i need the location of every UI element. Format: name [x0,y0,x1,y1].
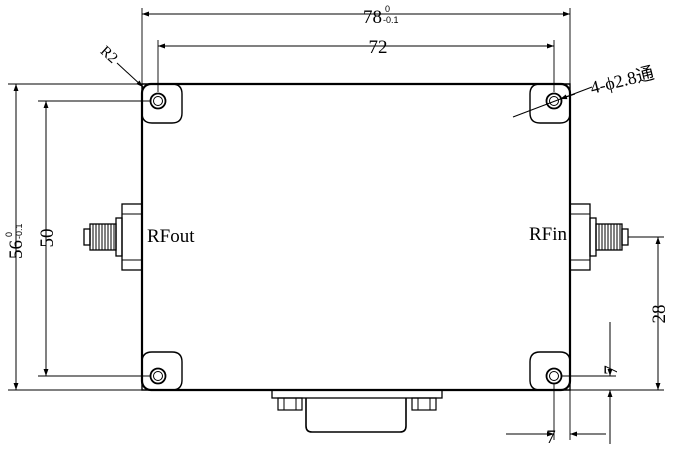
port-label-rfin: RFin [529,224,568,245]
dim-hole-offset-vertical-value: 7 [601,365,622,375]
sma-connector-right [569,203,629,271]
dim-hole-spacing-width: 72 [158,37,554,58]
dim-hole-spacing-height: 50 [37,101,58,376]
dim-connector-height: 28 [649,237,670,390]
dsub-connector-bottom [271,389,443,433]
mounting-hole-bottom-left [141,351,183,391]
mounting-hole-top-left [141,83,183,124]
dim-hole-offset-horizontal: 7 [506,427,606,448]
port-label-rfout: RFout [147,226,195,247]
dim-hole-offset-horizontal-value: 7 [546,427,556,448]
dim-hole-offset-vertical: 7 [601,322,622,444]
dim-overall-height: 56 0 -0.1 [4,84,27,390]
mounting-hole-top-right [529,83,571,124]
corner-radius-callout: R2 [97,43,144,88]
dim-overall-height-tol-lower: -0.1 [14,223,24,239]
extension-lines [8,8,664,440]
hole-callout-label: 4-ϕ2.8通 [588,63,656,98]
dim-overall-width-tol-lower: -0.1 [383,15,399,25]
mounting-hole-bottom-right [529,351,571,391]
dim-overall-height-tol-upper: 0 [4,232,14,237]
enclosure-body [140,82,572,392]
dim-hole-spacing-width-value: 72 [369,37,388,58]
dim-hole-spacing-height-value: 50 [37,229,58,248]
dim-overall-width: 78 0 -0.1 [142,4,570,28]
dim-connector-height-value: 28 [649,305,670,324]
sma-connector-left [83,203,143,271]
dim-overall-width-value: 78 [363,7,382,28]
dim-overall-height-value: 56 [6,240,27,259]
dim-overall-width-tol-upper: 0 [385,4,390,14]
hole-callout: 4-ϕ2.8通 [512,63,656,118]
